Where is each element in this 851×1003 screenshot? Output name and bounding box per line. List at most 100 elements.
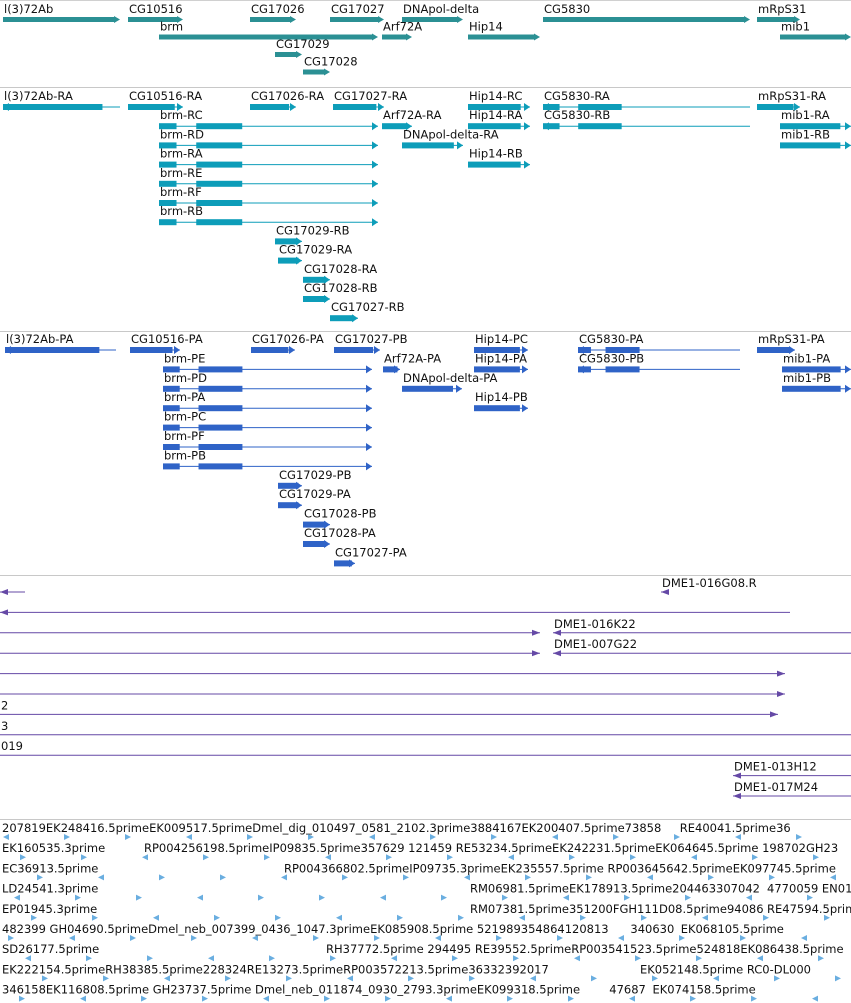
transcripts-feature[interactable]: CG17027-RB [330,300,405,323]
est-label[interactable]: EC36913.5prime [2,861,98,875]
genes-feature[interactable]: CG17028 [303,55,358,76]
transcripts-feature[interactable]: brm-RF [159,185,378,207]
clones-feature[interactable] [0,589,25,595]
clones-feature[interactable]: 2 [0,698,778,718]
proteins-feature[interactable]: brm-PF [163,429,372,451]
transcripts-feature[interactable]: brm-RE [159,166,378,188]
genes-feature[interactable]: CG17026 [250,2,305,23]
proteins-feature[interactable]: CG17026-PA [251,332,324,354]
transcripts-feature[interactable]: CG17027-RA [333,89,407,111]
est-label[interactable]: RM07381.5prime351200FGH111D08.5prime9408… [470,902,764,916]
proteins-feature[interactable]: CG10516-PA [130,332,203,354]
proteins-feature[interactable]: CG17028-PB [303,507,377,529]
transcripts-feature[interactable]: Hip14-RA [468,108,530,131]
est-label[interactable]: RE47594.5primeEK136911.5primeEK216916.5p… [767,902,851,916]
genes-feature[interactable]: CG10516 [128,2,183,23]
est-label[interactable]: 346158EK116808.5prime GH23737.5prime Dme… [2,983,580,997]
proteins-feature[interactable]: mRpS31-PA [757,332,825,354]
clones-feature[interactable]: 019 [0,739,851,756]
proteins-feature[interactable]: CG17028-PA [303,526,376,548]
genes-feature[interactable]: CG17027 [330,2,385,23]
transcripts-feature[interactable]: CG17028-RA [303,262,377,284]
transcripts-feature[interactable]: CG5830-RB [543,108,750,131]
proteins-feature[interactable]: CG5830-PA [578,332,740,354]
est-label[interactable]: 47687 [609,983,646,997]
est-label[interactable]: 340630 [630,922,674,936]
genes-feature[interactable]: mRpS31 [757,2,806,23]
est-label[interactable]: EK222154.5primeRH38385.5prime228324RE132… [2,962,549,976]
est-label[interactable]: 482399 GH04690.5primeDmel_neb_007399_043… [2,922,609,936]
gene-bar [159,34,373,40]
clones-feature[interactable] [0,691,785,697]
transcripts-feature[interactable]: Hip14-RC [468,89,530,111]
transcripts-feature[interactable]: CG10516-RA [128,89,202,111]
transcripts-feature[interactable]: CG5830-RA [543,89,750,111]
clones-feature[interactable] [0,650,540,657]
proteins-feature[interactable]: CG17029-PA [278,487,351,510]
transcripts-feature[interactable]: CG17029-RA [278,243,352,265]
clones-feature[interactable]: DME1-007G22 [553,637,851,657]
clones-feature[interactable] [0,629,540,636]
transcripts-feature[interactable]: CG17028-RB [303,281,378,303]
est-label[interactable]: EK074158.5prime [653,983,756,997]
genes-feature[interactable]: DNApol-delta [402,2,479,23]
proteins-feature[interactable]: mib1-PB [782,371,851,393]
clones-feature[interactable] [0,609,790,616]
transcripts-feature[interactable]: brm-RB [159,204,378,227]
genes-feature[interactable]: Hip14 [468,20,540,41]
genes-feature[interactable]: Arf72A [382,20,422,41]
proteins-feature[interactable]: Hip14-PC [474,332,528,354]
genes-feature[interactable]: l(3)72Ab [3,2,120,23]
transcripts-feature[interactable]: DNApol-delta-RA [402,127,499,150]
proteins-feature[interactable]: CG17027-PA [334,545,407,568]
est-label[interactable]: EK160535.3prime [2,841,105,855]
transcripts-feature[interactable]: mib1-RB [780,127,851,150]
genes-feature[interactable]: mib1 [780,20,851,41]
clones-feature[interactable]: DME1-017M24 [733,780,851,799]
proteins-feature[interactable]: Arf72A-PA [383,351,441,374]
est-label[interactable]: RP004256198.5primeIP09835.5prime357629 1… [144,841,838,855]
proteins-feature[interactable]: l(3)72Ab-PA [5,332,116,354]
proteins-feature[interactable]: mib1-PA [782,351,851,374]
transcripts-feature[interactable]: brm-RA [159,147,378,169]
transcripts-feature[interactable]: CG17029-RB [275,223,350,246]
transcripts-feature[interactable]: l(3)72Ab-RA [3,89,120,111]
proteins-feature[interactable]: brm-PC [163,410,372,432]
est-label[interactable]: RM06981.5primeEK178913.5prime20446330704… [470,882,760,896]
est-label[interactable]: EK068105.5prime [681,922,784,936]
genes-feature[interactable]: CG17029 [275,37,330,58]
est-label[interactable]: EK052148.5prime RC0-DL000 [640,962,811,976]
proteins-feature[interactable]: brm-PB [163,448,372,471]
proteins-feature[interactable]: brm-PD [163,371,372,393]
proteins-feature[interactable]: brm-PE [163,351,372,374]
est-label[interactable]: RE40041.5prime36 [680,821,791,835]
proteins-feature[interactable]: DNApol-delta-PA [402,371,497,393]
genes-feature[interactable]: CG5830 [543,2,750,23]
proteins-feature[interactable]: CG17027-PB [334,332,408,354]
est-label[interactable]: 207819EK248416.5primeEK009517.5primeDmel… [2,821,661,835]
proteins-feature[interactable]: CG5830-PB [578,351,740,374]
est-label[interactable]: RP004366802.5primeIP09735.3primeEK235557… [284,861,836,875]
est-label[interactable]: RH37772.5prime 294495 RE39552.5primeRP00… [326,942,844,956]
proteins-feature[interactable]: Hip14-PB [474,390,528,413]
transcripts-feature[interactable]: mib1-RA [780,108,851,131]
transcripts-feature[interactable]: Hip14-RB [468,147,530,169]
clones-feature[interactable]: DME1-016G08.R [661,576,757,595]
est-label[interactable]: LD24541.3prime [2,882,98,896]
genes-feature[interactable]: brm [159,20,378,41]
transcripts-feature[interactable]: CG17026-RA [250,89,324,111]
proteins-feature[interactable]: Hip14-PA [474,351,528,374]
transcripts-feature[interactable]: brm-RC [159,108,378,131]
est-label[interactable]: EP01945.3prime [2,902,97,916]
clones-feature[interactable]: DME1-016K22 [553,617,851,636]
transcripts-feature[interactable]: mRpS31-RA [757,89,826,111]
clones-feature[interactable]: 3 [0,719,851,736]
clones-feature[interactable] [0,670,785,677]
proteins-feature[interactable]: brm-PA [163,390,372,413]
clones-feature[interactable]: DME1-013H12 [733,760,851,779]
transcripts-feature[interactable]: brm-RD [159,127,378,150]
transcripts-feature[interactable]: Arf72A-RA [382,108,442,131]
est-label[interactable]: 4770059 EN01135.5prime [767,882,851,896]
proteins-feature[interactable]: CG17029-PB [278,468,352,490]
est-label[interactable]: SD26177.5prime [2,942,99,956]
